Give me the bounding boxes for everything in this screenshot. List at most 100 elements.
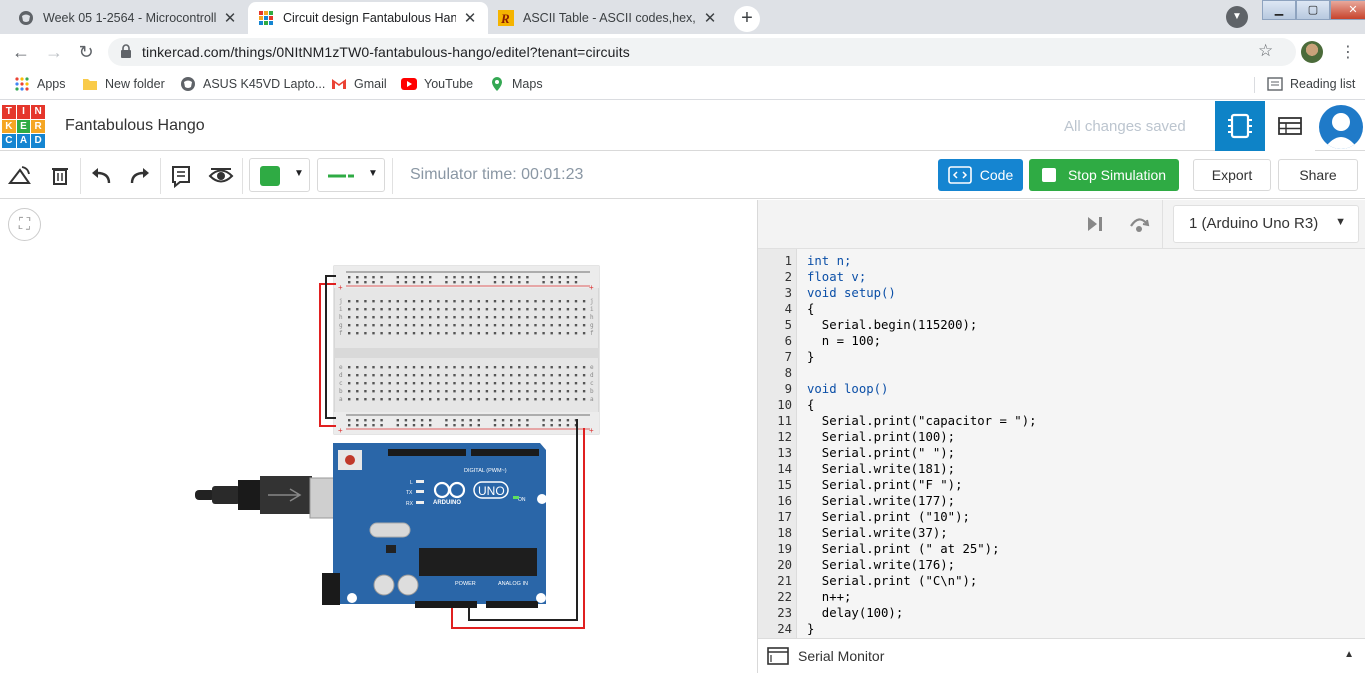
breadboard-hole[interactable] (364, 398, 367, 401)
breadboard-hole[interactable] (526, 308, 529, 311)
breadboard-hole[interactable] (420, 281, 424, 284)
breadboard-hole[interactable] (558, 281, 561, 284)
breadboard-hole[interactable] (566, 382, 570, 385)
breadboard-hole[interactable] (582, 332, 586, 335)
breadboard-hole[interactable] (550, 324, 553, 327)
breadboard-hole[interactable] (404, 382, 408, 385)
breadboard-hole[interactable] (445, 324, 448, 327)
breadboard-hole[interactable] (518, 308, 521, 311)
breadboard-hole[interactable] (493, 276, 497, 279)
step-play-icon[interactable] (1085, 214, 1105, 237)
wire-style-dropdown[interactable]: ▼ (317, 158, 385, 192)
breadboard-hole[interactable] (542, 276, 545, 279)
breadboard-hole[interactable] (388, 374, 391, 377)
breadboard-hole[interactable] (493, 308, 497, 311)
breadboard-hole[interactable] (412, 308, 416, 311)
breadboard-hole[interactable] (558, 424, 561, 427)
breadboard-hole[interactable] (453, 324, 456, 327)
breadboard-hole[interactable] (469, 382, 472, 385)
breadboard-hole[interactable] (453, 276, 456, 279)
breadboard-hole[interactable] (493, 390, 497, 393)
breadboard-hole[interactable] (574, 281, 578, 284)
breadboard-hole[interactable] (453, 390, 456, 393)
breadboard-hole[interactable] (461, 374, 464, 377)
breadboard-hole[interactable] (566, 324, 570, 327)
breadboard-hole[interactable] (493, 382, 497, 385)
breadboard-hole[interactable] (356, 382, 359, 385)
bookmark-new-folder[interactable]: New folder (82, 76, 165, 92)
breadboard-hole[interactable] (461, 332, 464, 335)
breadboard-hole[interactable] (372, 390, 375, 393)
breadboard-hole[interactable] (550, 390, 553, 393)
breadboard-hole[interactable] (550, 308, 553, 311)
breadboard-hole[interactable] (348, 374, 351, 377)
breadboard-hole[interactable] (469, 316, 472, 319)
breadboard-hole[interactable] (566, 390, 570, 393)
breadboard-hole[interactable] (526, 390, 529, 393)
close-icon[interactable]: ✕ (703, 10, 717, 27)
breadboard-hole[interactable] (372, 374, 375, 377)
breadboard-hole[interactable] (461, 324, 464, 327)
breadboard-hole[interactable] (469, 366, 472, 369)
breadboard-hole[interactable] (356, 419, 359, 422)
breadboard-hole[interactable] (526, 276, 529, 279)
close-icon[interactable]: ✕ (463, 10, 477, 27)
breadboard-hole[interactable] (429, 281, 432, 284)
breadboard-hole[interactable] (582, 382, 586, 385)
breadboard-hole[interactable] (404, 281, 408, 284)
breadboard-hole[interactable] (542, 332, 545, 335)
breadboard-hole[interactable] (501, 390, 505, 393)
breadboard-hole[interactable] (437, 374, 440, 377)
breadboard-hole[interactable] (461, 390, 464, 393)
breadboard-hole[interactable] (518, 300, 521, 303)
forward-arrow-icon[interactable]: → (45, 42, 63, 62)
breadboard-hole[interactable] (501, 308, 505, 311)
redo-icon[interactable] (125, 161, 155, 191)
breadboard-hole[interactable] (412, 424, 416, 427)
breadboard-hole[interactable] (574, 316, 578, 319)
breadboard-hole[interactable] (574, 332, 578, 335)
breadboard-hole[interactable] (404, 424, 408, 427)
breadboard-hole[interactable] (510, 316, 513, 319)
breadboard-hole[interactable] (501, 281, 505, 284)
breadboard-hole[interactable] (582, 316, 586, 319)
breadboard-hole[interactable] (518, 366, 521, 369)
breadboard-hole[interactable] (364, 281, 367, 284)
breadboard-hole[interactable] (550, 374, 553, 377)
breadboard-hole[interactable] (550, 382, 553, 385)
breadboard-hole[interactable] (396, 398, 399, 401)
breadboard-hole[interactable] (566, 374, 570, 377)
breadboard-hole[interactable] (485, 300, 489, 303)
breadboard-hole[interactable] (453, 316, 456, 319)
breadboard-hole[interactable] (469, 276, 472, 279)
breadboard-hole[interactable] (404, 308, 408, 311)
breadboard-hole[interactable] (574, 308, 578, 311)
breadboard-hole[interactable] (453, 382, 456, 385)
breadboard-hole[interactable] (566, 316, 570, 319)
breadboard-hole[interactable] (550, 316, 553, 319)
breadboard-hole[interactable] (566, 366, 570, 369)
breadboard-hole[interactable] (469, 324, 472, 327)
breadboard-hole[interactable] (477, 276, 480, 279)
breadboard-hole[interactable] (429, 390, 432, 393)
breadboard-hole[interactable] (396, 419, 399, 422)
breadboard-hole[interactable] (412, 366, 416, 369)
share-button[interactable]: Share (1278, 159, 1358, 191)
breadboard-hole[interactable] (388, 300, 391, 303)
breadboard-hole[interactable] (429, 424, 432, 427)
breadboard-hole[interactable] (526, 300, 529, 303)
breadboard-hole[interactable] (485, 308, 489, 311)
breadboard-hole[interactable] (477, 308, 480, 311)
breadboard-hole[interactable] (380, 424, 383, 427)
breadboard-hole[interactable] (453, 366, 456, 369)
breadboard-hole[interactable] (566, 419, 570, 422)
breadboard-hole[interactable] (420, 366, 424, 369)
breadboard-hole[interactable] (396, 382, 399, 385)
breadboard-hole[interactable] (404, 374, 408, 377)
breadboard-hole[interactable] (453, 281, 456, 284)
breadboard-hole[interactable] (364, 366, 367, 369)
component-list-button[interactable] (1265, 101, 1315, 151)
breadboard-hole[interactable] (356, 324, 359, 327)
breadboard-hole[interactable] (510, 374, 513, 377)
